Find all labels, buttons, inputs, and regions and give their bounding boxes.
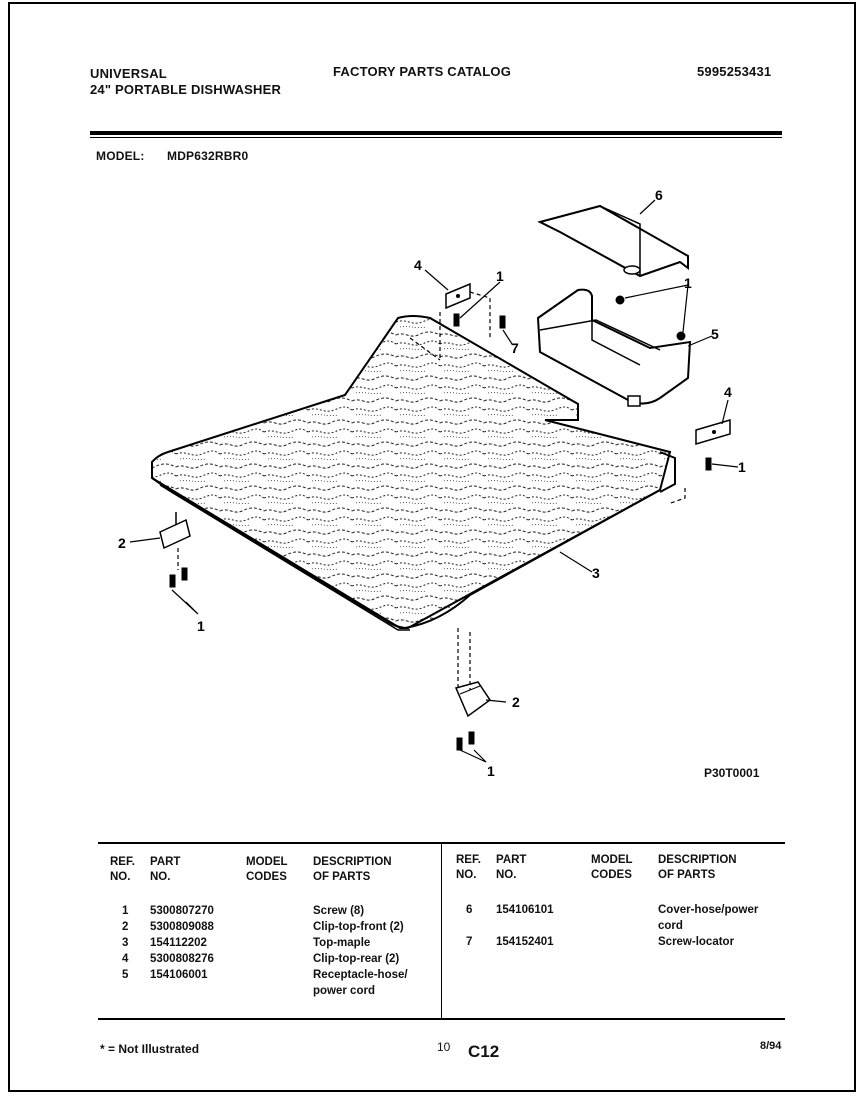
product-name: 24" PORTABLE DISHWASHER <box>90 82 282 97</box>
clip-top-rear-left <box>445 282 471 310</box>
part-no: 5300808276 <box>150 953 214 965</box>
header-rule-thin <box>90 137 782 138</box>
model-value: MDP632RBR0 <box>167 149 249 163</box>
part-no: 5300807270 <box>150 905 214 917</box>
ref-no: 2 <box>122 921 129 933</box>
callout-2-bottom: 2 <box>512 694 520 710</box>
callout-3: 3 <box>592 565 600 581</box>
header-rule-thick <box>90 131 782 135</box>
part-description: cord <box>658 920 683 932</box>
clip-top-rear-right <box>695 418 731 446</box>
print-date: 8/94 <box>760 1040 782 1052</box>
part-no: 5300809088 <box>150 921 214 933</box>
callout-1-right: 1 <box>738 459 746 475</box>
part-description: Top-maple <box>313 937 371 949</box>
part-no: 154112202 <box>150 937 207 949</box>
brand-name: UNIVERSAL <box>90 66 167 81</box>
table-divider <box>441 844 442 1018</box>
callout-1-bottom: 1 <box>487 763 495 779</box>
callout-4-right: 4 <box>724 384 732 400</box>
screws <box>169 295 712 751</box>
callout-5: 5 <box>711 326 719 342</box>
ref-no: 5 <box>122 969 129 981</box>
not-illustrated-note: * = Not Illustrated <box>100 1042 200 1056</box>
section-code: C12 <box>468 1042 500 1061</box>
drawing-code: P30T0001 <box>704 766 760 780</box>
receptacle <box>536 288 692 407</box>
part-no: 154152401 <box>496 936 554 948</box>
ref-no: 6 <box>466 904 473 916</box>
ref-no: 1 <box>122 905 129 917</box>
part-no: 154106101 <box>496 904 554 916</box>
table-bottom-rule <box>98 1018 785 1020</box>
part-description: Screw-locator <box>658 936 735 948</box>
part-description: Cover-hose/power <box>658 904 759 916</box>
part-description: power cord <box>313 985 375 997</box>
catalog-number: 5995253431 <box>697 64 772 79</box>
exploded-parts-diagram: 6 4 1 1 7 5 4 1 2 3 1 2 1 <box>118 187 746 779</box>
callout-1-left: 1 <box>197 618 205 634</box>
table-top-rule <box>98 842 785 844</box>
part-description: Screw (8) <box>313 905 365 917</box>
ref-no: 7 <box>466 936 473 948</box>
page-number: 10 <box>437 1040 451 1054</box>
callout-1-rear: 1 <box>496 268 504 284</box>
part-description: Clip-top-rear (2) <box>313 953 400 965</box>
clip-top-front-left <box>159 512 191 550</box>
header-ref-no: REF.NO. <box>110 856 135 883</box>
callout-1-receptacle: 1 <box>684 275 692 291</box>
part-description: Receptacle-hose/ <box>313 969 408 981</box>
callout-7: 7 <box>511 340 519 356</box>
leader-lines <box>129 199 739 763</box>
model-label: MODEL: <box>96 149 145 163</box>
maple-top <box>151 315 676 631</box>
part-no: 154106001 <box>150 969 208 981</box>
cover <box>537 204 689 278</box>
callout-4-rear: 4 <box>414 257 422 273</box>
catalog-title: FACTORY PARTS CATALOG <box>333 64 512 79</box>
ref-no: 3 <box>122 937 129 949</box>
page-frame <box>8 2 856 1092</box>
clip-top-front-bottom <box>454 681 492 718</box>
ref-no: 4 <box>122 953 129 965</box>
part-description: Clip-top-front (2) <box>313 921 404 933</box>
header-ref-no-right: REF.NO. <box>456 854 481 881</box>
callout-6: 6 <box>655 187 663 203</box>
callout-2-left: 2 <box>118 535 126 551</box>
